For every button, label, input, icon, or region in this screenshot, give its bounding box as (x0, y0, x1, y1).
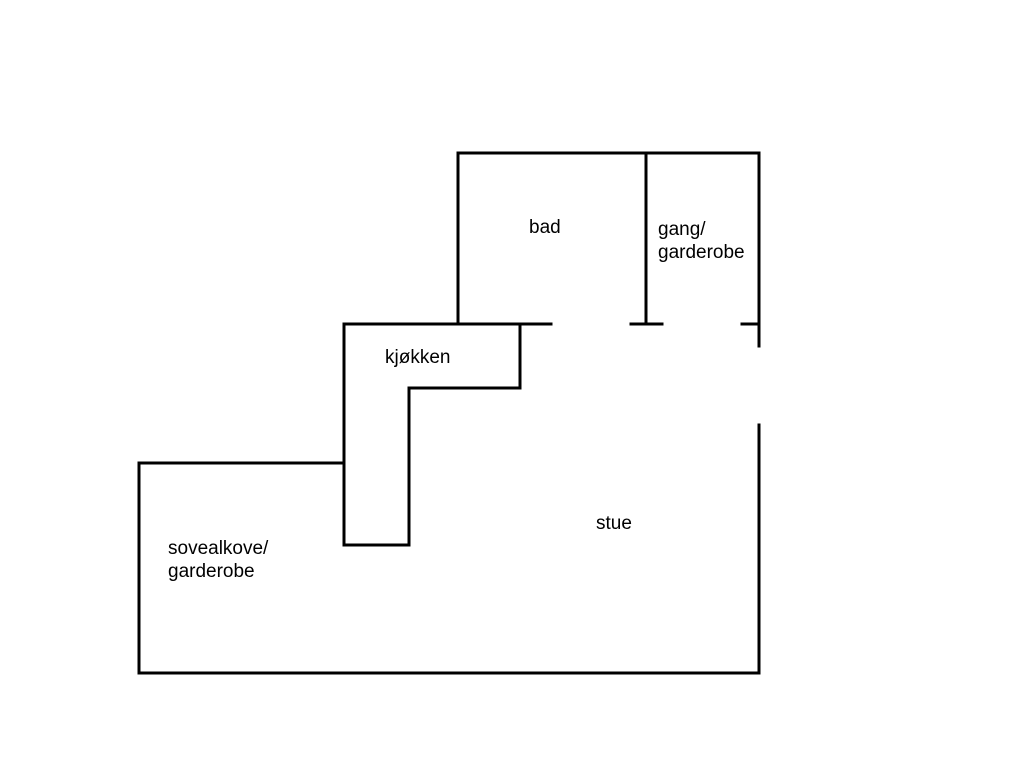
room-label-sovealkove-line2: garderobe (168, 561, 255, 582)
room-label-bad: bad (529, 216, 561, 239)
room-label-kjokken: kjøkken (385, 346, 450, 369)
room-label-stue-line1: stue (596, 513, 632, 534)
room-label-sovealkove-line1: sovealkove/ (168, 538, 269, 559)
room-label-bad-line1: bad (529, 217, 561, 238)
room-label-gang-line1: gang/ (658, 219, 706, 240)
room-label-gang-line2: garderobe (658, 242, 745, 263)
room-label-gang: gang/ garderobe (658, 218, 745, 264)
room-label-sovealkove: sovealkove/ garderobe (168, 537, 268, 583)
room-label-stue: stue (596, 512, 632, 535)
room-label-kjokken-line1: kjøkken (385, 347, 451, 368)
